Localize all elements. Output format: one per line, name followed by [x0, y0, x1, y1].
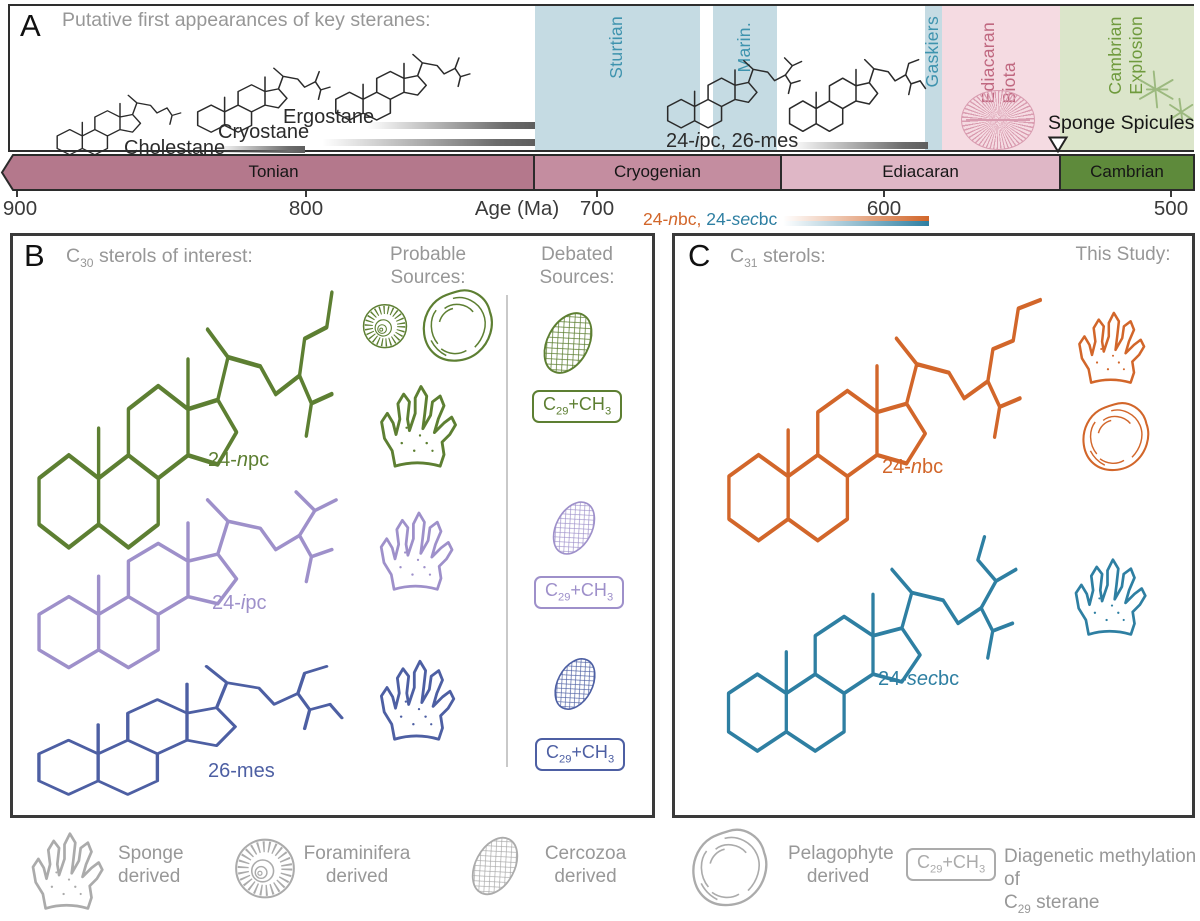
band-cambrian-explosion [1060, 6, 1194, 150]
sponge-icon [1074, 558, 1147, 636]
pelagophyte-icon [1082, 402, 1150, 472]
range-bar-cholestane [216, 146, 305, 153]
c29-ch3-badge-navy: C29+CH3 [535, 738, 626, 771]
era-ediacaran: Ediacaran [882, 162, 959, 181]
timeline-bar [0, 154, 1195, 191]
label-26mes: 26-mes [208, 760, 275, 782]
panel-b-divider [506, 295, 508, 767]
range-bar-cryostane [322, 139, 535, 146]
panel-a-title: Putative first appearances of key steran… [62, 9, 431, 31]
label-cryostane: Cryostane [218, 121, 310, 143]
sponge-icon [1078, 311, 1146, 384]
axis-label-600: 600 [866, 197, 902, 220]
axis-tick-900 [16, 191, 18, 197]
cercozoa-icon [554, 658, 596, 710]
panel-b [10, 233, 655, 818]
label-sponge-spicules: Sponge Spicules [1048, 112, 1195, 134]
axis-title: Age (Ma) [474, 197, 560, 220]
panel-a-letter: A [20, 8, 41, 43]
band-sturtian [535, 6, 700, 150]
cercozoa-icon [552, 501, 596, 555]
axis-label-500: 500 [1153, 197, 1189, 220]
panel-b-letter: B [24, 238, 45, 273]
range-bar-24nbc-24secbc [783, 216, 929, 226]
pelagophyte-icon [422, 289, 493, 362]
axis-tick-500 [1170, 191, 1172, 197]
cercozoa-icon [471, 836, 519, 896]
c29-ch3-badge-purple: C29+CH3 [534, 576, 625, 609]
panel-b-title: C30 sterols of interest: [66, 245, 253, 270]
range-bar-ergostane [367, 122, 535, 129]
c29-ch3-badge-green: C29+CH3 [532, 390, 623, 423]
structure-26mes-mini [788, 58, 927, 133]
foraminifera-icon [226, 826, 304, 908]
c29-ch3-badge-gray: C29+CH3 [906, 848, 997, 881]
label-24nbc: 24-nbc [882, 456, 944, 478]
band-marinoan [713, 6, 777, 150]
band-gaskiers [925, 6, 942, 150]
label-24nbc-24secbc: 24-nbc, 24-secbc [643, 209, 778, 229]
sponge-icon [379, 511, 454, 591]
structure-ergostane [335, 53, 471, 121]
header-this-study: This Study: [1075, 244, 1171, 265]
axis-tick-700 [596, 191, 598, 197]
sponge-icon [380, 385, 457, 468]
axis-label-800: 800 [288, 197, 324, 220]
sponge-icon [31, 832, 104, 910]
era-tonian: Tonian [248, 162, 299, 181]
structure-24ipc [37, 490, 338, 670]
sponge-icon [379, 659, 456, 741]
panel-c-letter: C [688, 238, 711, 273]
pelagophyte-icon [692, 828, 768, 907]
label-ergostane: Ergostane [283, 106, 375, 128]
dickinsonia-icon [961, 90, 1035, 150]
axis-label-700: 700 [579, 197, 615, 220]
label-24ipc: 24-ipc [212, 592, 267, 614]
structure-24ipc-mini [666, 57, 803, 129]
band-label-sturtian: Sturtian [606, 16, 626, 79]
structure-24nbc [712, 297, 1042, 565]
era-cryogenian: Cryogenian [614, 162, 701, 181]
spicule-marker-triangle [1047, 136, 1069, 154]
structure-cryostane [196, 67, 331, 133]
panel-c-title: C31 sterols: [730, 245, 826, 270]
label-cholestane: Cholestane [124, 137, 226, 159]
label-24secbc: 24-secbc [878, 668, 960, 690]
structure-24npc [22, 290, 354, 574]
axis-tick-800 [305, 191, 307, 197]
axis-label-900: 900 [2, 197, 38, 220]
cercozoa-icon [543, 312, 593, 374]
structure-26mes [37, 664, 344, 797]
axis-tick-600 [883, 191, 885, 197]
legend-diagenetic: Diagenetic methylation of C29 sterane [1004, 846, 1197, 916]
era-cambrian: Cambrian [1090, 162, 1164, 181]
foraminifera-icon [356, 286, 414, 364]
structure-24secbc [726, 535, 1018, 753]
label-24ipc-26mes: 24-ipc, 26-mes [666, 130, 799, 152]
range-bar-24ipc-26mes [790, 142, 928, 149]
label-24npc: 24-npc [208, 449, 270, 471]
